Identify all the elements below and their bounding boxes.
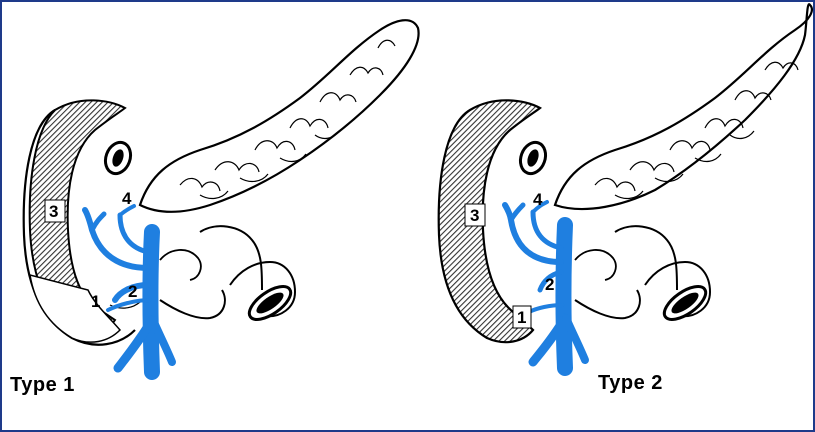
portal-vein-right xyxy=(564,225,566,368)
label-3-right: 3 xyxy=(470,206,479,225)
label-3-left: 3 xyxy=(49,202,58,221)
vein-branch-3-left xyxy=(85,210,148,268)
caption-type-1: Type 1 xyxy=(10,374,75,397)
label-1-left: 1 xyxy=(91,292,100,311)
panel-type-1: 3 4 2 1 xyxy=(24,20,419,372)
label-4-right: 4 xyxy=(533,190,543,209)
jejunum-left xyxy=(160,226,262,318)
label-4-left: 4 xyxy=(122,189,132,208)
caption-type-2: Type 2 xyxy=(598,372,663,395)
portal-vein-left xyxy=(151,232,153,372)
label-2-right: 2 xyxy=(545,275,554,294)
pancreas-body-right xyxy=(555,4,812,209)
label-1-right: 1 xyxy=(517,308,526,327)
panel-type-2: 3 4 2 1 xyxy=(439,4,812,368)
jejunum-right xyxy=(575,226,677,318)
label-2-left: 2 xyxy=(128,282,137,301)
